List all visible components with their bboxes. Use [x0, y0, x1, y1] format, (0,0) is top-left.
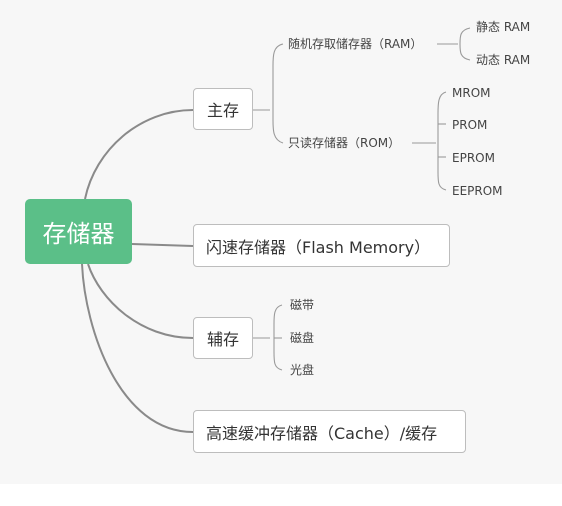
node-disk[interactable]: 磁盘: [290, 331, 315, 345]
node-flash-memory[interactable]: 闪速存储器（Flash Memory）: [193, 224, 450, 267]
bracket-rom: [437, 91, 447, 191]
bracket-ram: [459, 27, 471, 61]
node-aux-memory[interactable]: 辅存: [193, 317, 253, 359]
node-main-memory[interactable]: 主存: [193, 88, 253, 130]
mindmap-canvas: 存储器 主存 闪速存储器（Flash Memory） 辅存 高速缓冲存储器（Ca…: [25, 20, 531, 453]
link-root-aux: [87, 263, 194, 339]
link-root-flash: [131, 243, 194, 247]
node-ram[interactable]: 随机存取储存器（RAM）: [288, 37, 423, 51]
connector-lines: [81, 27, 471, 433]
node-tape[interactable]: 磁带: [290, 298, 315, 312]
node-dynamic-ram[interactable]: 动态 RAM: [476, 53, 531, 67]
node-prom[interactable]: PROM: [452, 118, 488, 132]
node-optical-disc[interactable]: 光盘: [290, 363, 315, 377]
node-static-ram[interactable]: 静态 RAM: [476, 20, 531, 34]
link-root-main: [84, 109, 194, 200]
node-mrom[interactable]: MROM: [452, 86, 491, 100]
node-eeprom[interactable]: EEPROM: [452, 184, 503, 198]
link-root-cache: [81, 263, 194, 433]
node-eprom[interactable]: EPROM: [452, 151, 495, 165]
root-node-storage[interactable]: 存储器: [25, 199, 132, 264]
node-cache[interactable]: 高速缓冲存储器（Cache）/缓存: [193, 410, 466, 453]
node-rom[interactable]: 只读存储器（ROM）: [288, 136, 401, 150]
bracket-main: [272, 43, 284, 144]
